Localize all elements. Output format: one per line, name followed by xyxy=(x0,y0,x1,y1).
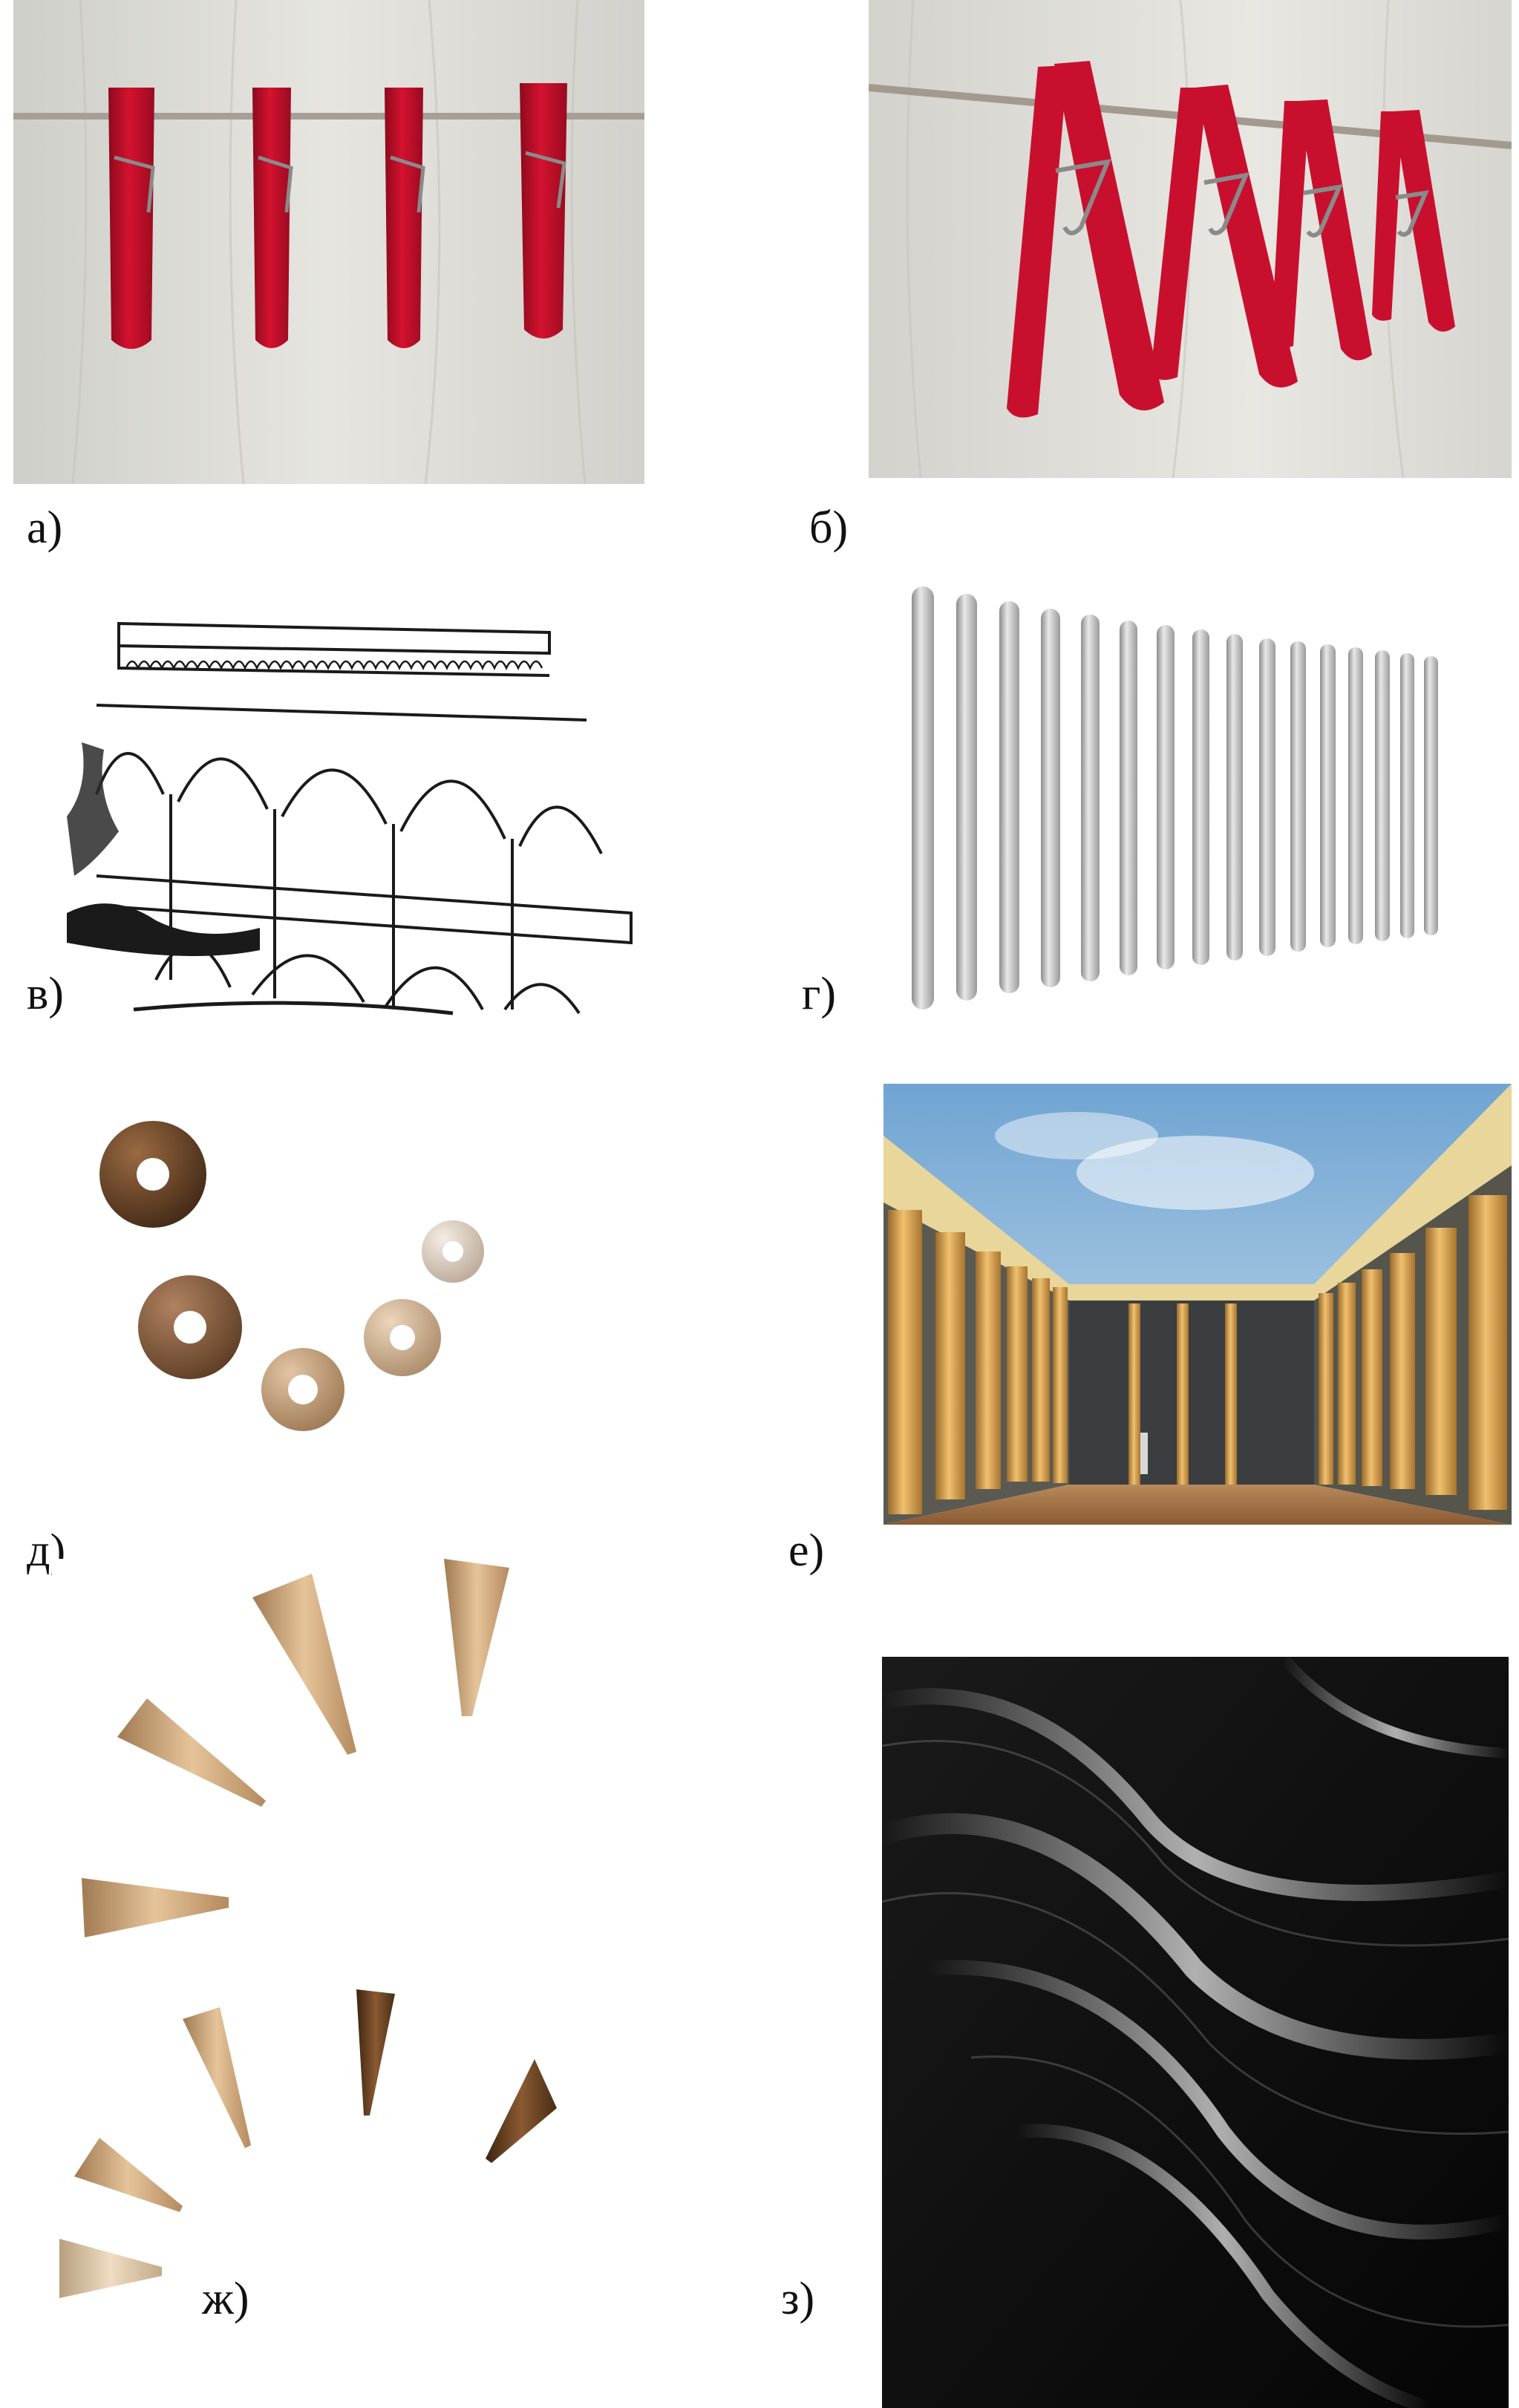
label-g: г) xyxy=(802,969,837,1019)
drawing-aqueduct-sketch xyxy=(67,594,638,1017)
label-v: в) xyxy=(27,969,64,1019)
render-cones-spiral xyxy=(52,1559,601,2331)
render-tori-sequence xyxy=(82,1113,512,1447)
label-e: е) xyxy=(788,1525,825,1576)
label-a: а) xyxy=(27,503,63,553)
render-row-of-rods xyxy=(891,579,1500,1017)
photo-clothespins-perspective xyxy=(869,0,1512,478)
label-zh: ж) xyxy=(202,2274,249,2324)
label-z: з) xyxy=(781,2274,815,2324)
photo-clothespins-frontal xyxy=(13,0,644,484)
illustration-colonnade-courtyard xyxy=(883,1084,1512,1525)
photo-black-velvet xyxy=(882,1657,1509,2408)
label-b: б) xyxy=(809,503,849,553)
